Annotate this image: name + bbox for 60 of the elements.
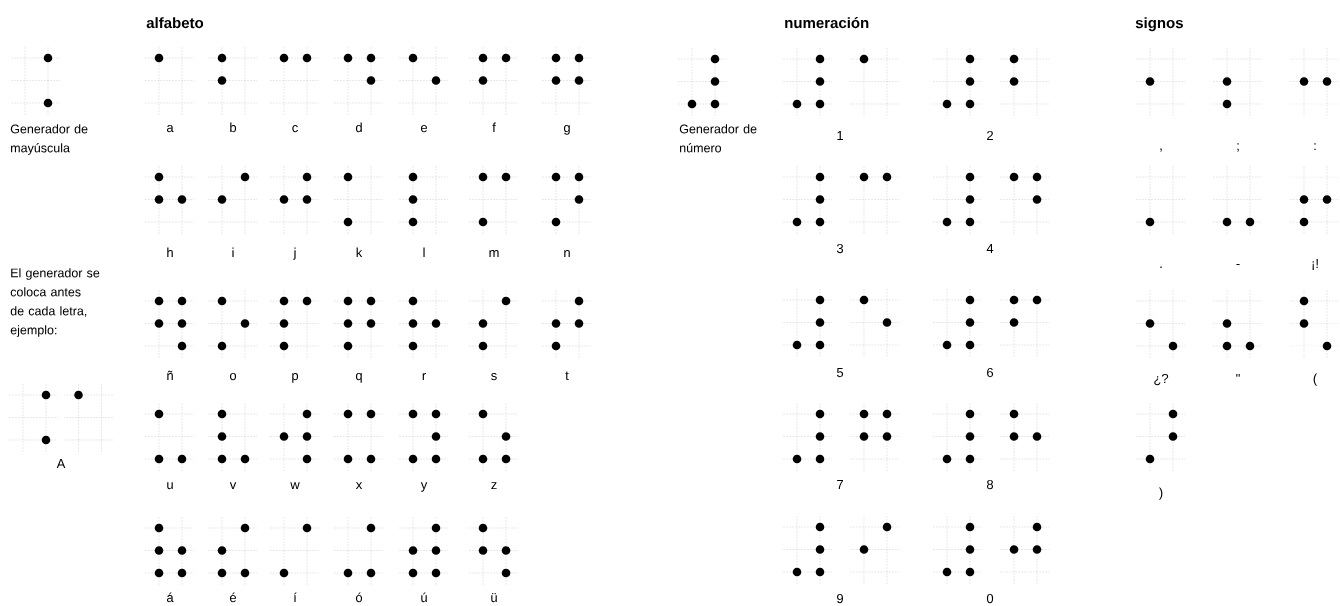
character-label: ¡! [1312, 259, 1318, 271]
character-label: 8 [986, 479, 994, 490]
character-label: h [167, 247, 173, 257]
character-label: v [229, 482, 237, 489]
character-label: y [420, 482, 428, 492]
character-label: e [420, 125, 428, 133]
character-label: w [290, 482, 300, 489]
character-label: 7 [837, 480, 843, 489]
character-label: . [1160, 266, 1162, 268]
character-label: k [356, 247, 363, 257]
character-label: é [229, 592, 237, 603]
character-label: 0 [986, 593, 994, 604]
section-heading: signos [1135, 17, 1183, 32]
section-heading: numeración [785, 17, 869, 29]
character-label: m [489, 250, 499, 257]
character-label: ¿? [1154, 373, 1169, 386]
character-label: c [292, 125, 298, 133]
section-heading: alfabeto [146, 17, 204, 29]
character-label: n [564, 250, 570, 257]
character-label: ( [1313, 373, 1318, 386]
note-text: Generador de mayúscula [10, 124, 88, 155]
character-label: i [232, 247, 234, 257]
character-label: 1 [837, 131, 843, 140]
note-text: El generador se coloca antes de cada letra, ejemplo: [10, 268, 100, 337]
character-label: 6 [987, 367, 994, 378]
character-label: a [166, 125, 174, 133]
character-label: f [492, 122, 496, 132]
character-label: d [355, 122, 362, 133]
character-label: u [167, 482, 173, 490]
character-label: á [166, 592, 174, 603]
character-label: - [1236, 264, 1240, 266]
note-text: Generador de número [679, 124, 757, 153]
character-label: p [292, 373, 299, 383]
character-label: ; [1237, 143, 1239, 152]
character-label: g [563, 125, 570, 135]
character-label: ú [421, 592, 427, 603]
character-label: A [56, 459, 66, 468]
character-label: r [422, 373, 426, 380]
character-label: s [491, 373, 497, 381]
character-label: 9 [837, 593, 843, 604]
character-label: , [1160, 148, 1162, 152]
character-label: 2 [987, 130, 993, 140]
character-label: b [230, 122, 237, 133]
character-label: " [1236, 374, 1240, 377]
character-label: j [293, 247, 296, 260]
character-label: l [423, 247, 425, 257]
character-label: o [229, 373, 237, 381]
character-label: q [355, 373, 362, 383]
character-label: 4 [986, 244, 994, 253]
character-label: x [355, 482, 363, 489]
character-label: ó [355, 592, 363, 603]
character-label: ñ [167, 370, 173, 380]
character-label: 3 [836, 243, 844, 254]
character-label: í [294, 592, 297, 602]
character-label: ) [1158, 487, 1163, 500]
character-label: : [1314, 143, 1316, 150]
character-label: t [565, 371, 569, 381]
character-label: ü [491, 593, 497, 603]
character-label: 5 [836, 368, 844, 378]
character-label: z [491, 482, 497, 489]
